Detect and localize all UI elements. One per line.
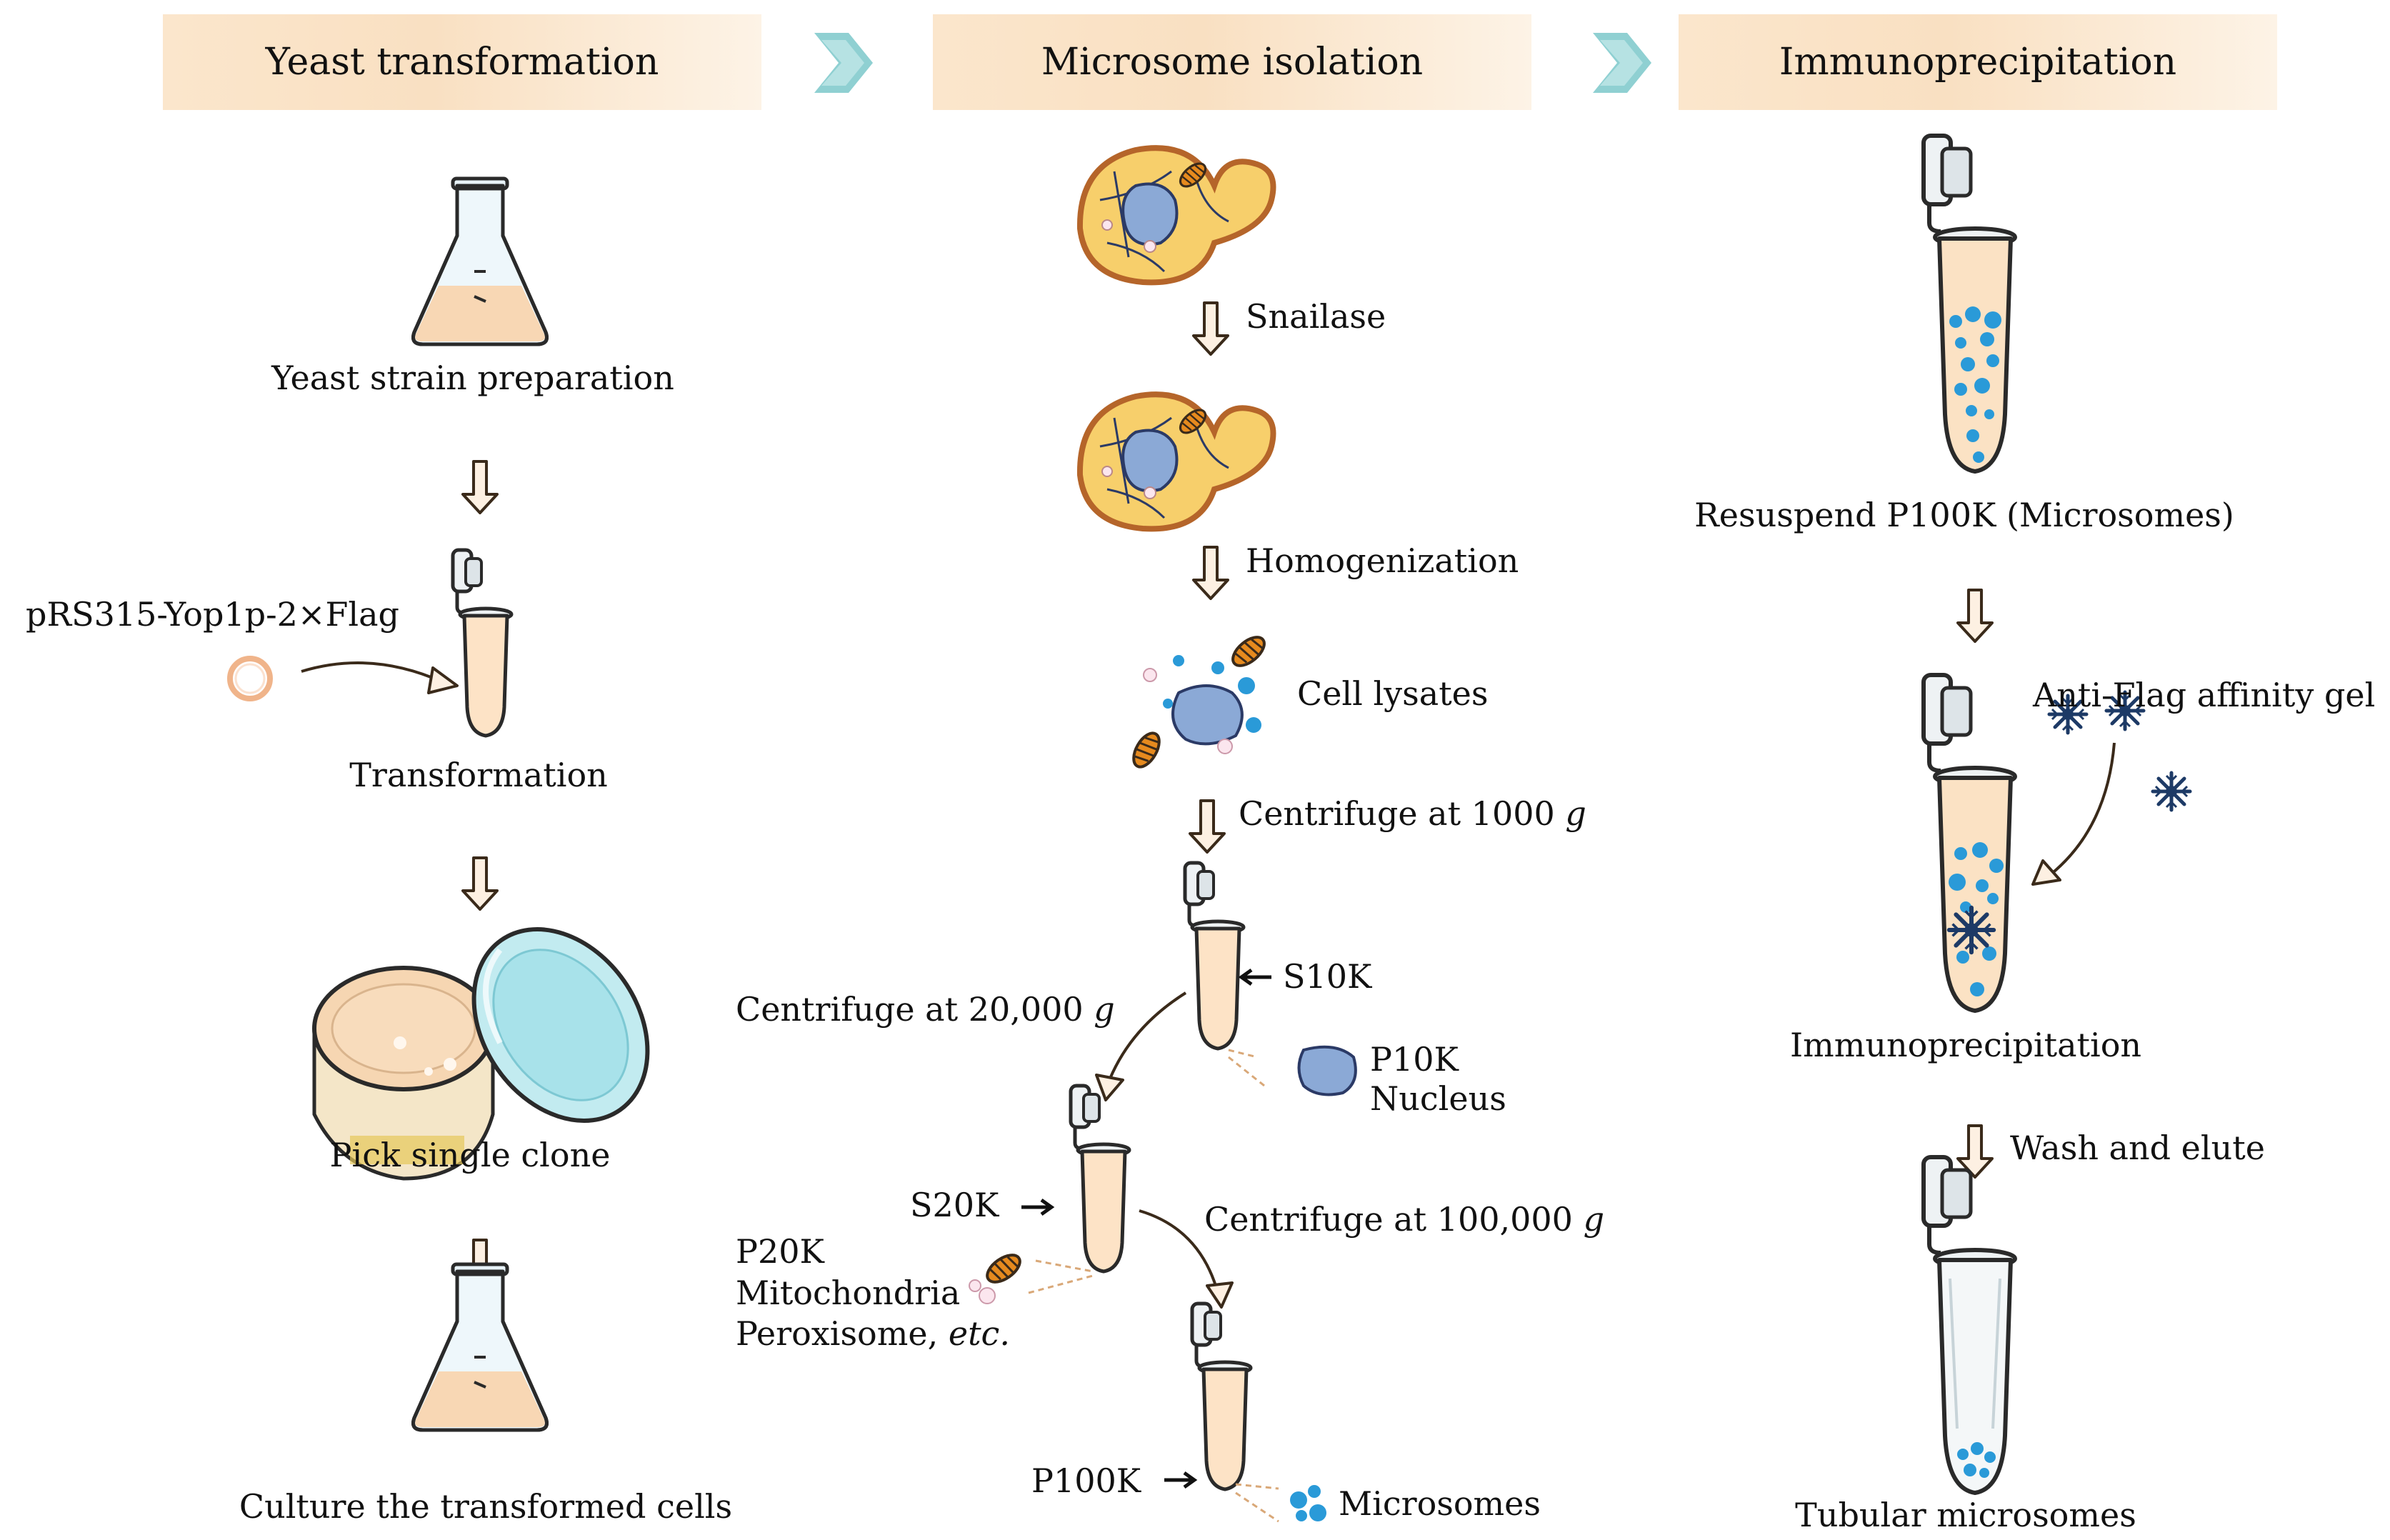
arrow-icon xyxy=(1238,968,1271,986)
microtube-icon xyxy=(1192,1304,1251,1489)
header-yeast-transformation: Yeast transformation xyxy=(163,14,761,110)
affinity-gel-icon xyxy=(1949,908,1994,952)
label-homogenization: Homogenization xyxy=(1246,541,1519,580)
p10k: P10K xyxy=(1370,1040,1459,1079)
label-strain-prep: Yeast strain preparation xyxy=(271,359,674,397)
peroxisome-line: Peroxisome, etc. xyxy=(736,1314,1010,1355)
text: Centrifuge at 100,000 xyxy=(1204,1200,1573,1239)
text: Centrifuge at 1000 xyxy=(1239,794,1555,833)
down-arrow-icon xyxy=(461,856,499,911)
yeast-cell-icon xyxy=(1080,148,1274,282)
label-pick-clone: Pick single clone xyxy=(329,1136,611,1174)
nucleus-icon xyxy=(1297,1045,1357,1096)
flask-icon xyxy=(414,1264,547,1430)
curved-arrow-icon xyxy=(1139,1209,1219,1294)
label-centrifuge-1000: Centrifuge at 1000 g xyxy=(1239,794,1586,834)
microtube-icon xyxy=(1185,863,1244,1049)
label-immunoprecipitation: Immunoprecipitation xyxy=(1789,1026,2142,1064)
microtube-icon xyxy=(1071,1086,1129,1271)
label-transformation: Transformation xyxy=(349,756,608,794)
label-s10k: S10K xyxy=(1283,957,1372,996)
microtube-icon xyxy=(453,550,511,736)
down-arrow-icon xyxy=(461,460,499,514)
spheroplast-icon xyxy=(1080,394,1274,529)
text: Centrifuge at 20,000 xyxy=(736,990,1084,1029)
petri-dish-icon xyxy=(312,927,650,1181)
header-label: Yeast transformation xyxy=(265,41,659,84)
microsome-dots-icon xyxy=(1949,306,2001,463)
plasmid-icon xyxy=(227,656,273,701)
affinity-gel-icon xyxy=(2153,773,2190,810)
label-wash-elute: Wash and elute xyxy=(2010,1129,2265,1167)
etc: etc. xyxy=(948,1314,1010,1353)
down-arrow-icon xyxy=(1956,589,1994,643)
header-immunoprecipitation: Immunoprecipitation xyxy=(1679,14,2277,110)
down-arrow-icon xyxy=(1192,301,1229,356)
down-arrow-icon xyxy=(1189,799,1226,854)
chevron-icon xyxy=(1593,33,1651,93)
label-plasmid: pRS315-Yop1p-2×Flag xyxy=(26,595,399,634)
arrow-icon xyxy=(1021,1198,1055,1216)
p20k: P20K xyxy=(736,1232,824,1271)
header-microsome-isolation: Microsome isolation xyxy=(933,14,1531,110)
label-p20k-fraction: P20K Mitochondria Peroxisome, etc. xyxy=(736,1231,1010,1355)
label-s20k: S20K xyxy=(910,1186,999,1224)
peroxisome-icon xyxy=(979,1287,996,1304)
header-label: Immunoprecipitation xyxy=(1779,41,2177,84)
microsome-dots-icon xyxy=(1949,842,2004,996)
chevron-icon xyxy=(814,33,873,93)
microtube-icon xyxy=(1924,675,2015,1011)
label-centrifuge-20000: Centrifuge at 20,000 g xyxy=(736,990,1115,1029)
microsome-dots-icon xyxy=(1290,1485,1326,1521)
cell-lysate-icon xyxy=(1126,630,1271,773)
arrow-icon xyxy=(1164,1471,1198,1489)
label-cell-lysates: Cell lysates xyxy=(1297,674,1489,713)
label-p100k: P100K xyxy=(1031,1461,1141,1500)
g-unit: g xyxy=(1094,990,1115,1029)
flask-icon xyxy=(414,179,547,344)
label-anti-flag: Anti-Flag affinity gel xyxy=(2033,676,2376,714)
label-resuspend: Resuspend P100K (Microsomes) xyxy=(1694,496,2234,534)
label-centrifuge-100000: Centrifuge at 100,000 g xyxy=(1204,1200,1604,1239)
g-unit: g xyxy=(1565,794,1586,833)
g-unit: g xyxy=(1583,1200,1605,1239)
curved-arrow-icon xyxy=(1106,991,1187,1086)
curved-arrow-icon xyxy=(2049,742,2116,876)
label-culture: Culture the transformed cells xyxy=(239,1487,733,1526)
peroxisome: Peroxisome, xyxy=(736,1314,939,1353)
curved-arrow-icon xyxy=(301,661,444,684)
down-arrow-icon xyxy=(1192,546,1229,600)
label-microsomes: Microsomes xyxy=(1339,1484,1541,1523)
nucleus: Nucleus xyxy=(1370,1079,1506,1119)
microtube-icon xyxy=(1921,1155,2017,1495)
mitochondria: Mitochondria xyxy=(736,1273,961,1312)
microtube-icon xyxy=(1924,136,2015,471)
header-label: Microsome isolation xyxy=(1041,41,1424,84)
label-tubular: Tubular microsomes xyxy=(1795,1496,2136,1534)
microsome-dots-icon xyxy=(1957,1442,1996,1478)
label-snailase: Snailase xyxy=(1246,297,1386,336)
